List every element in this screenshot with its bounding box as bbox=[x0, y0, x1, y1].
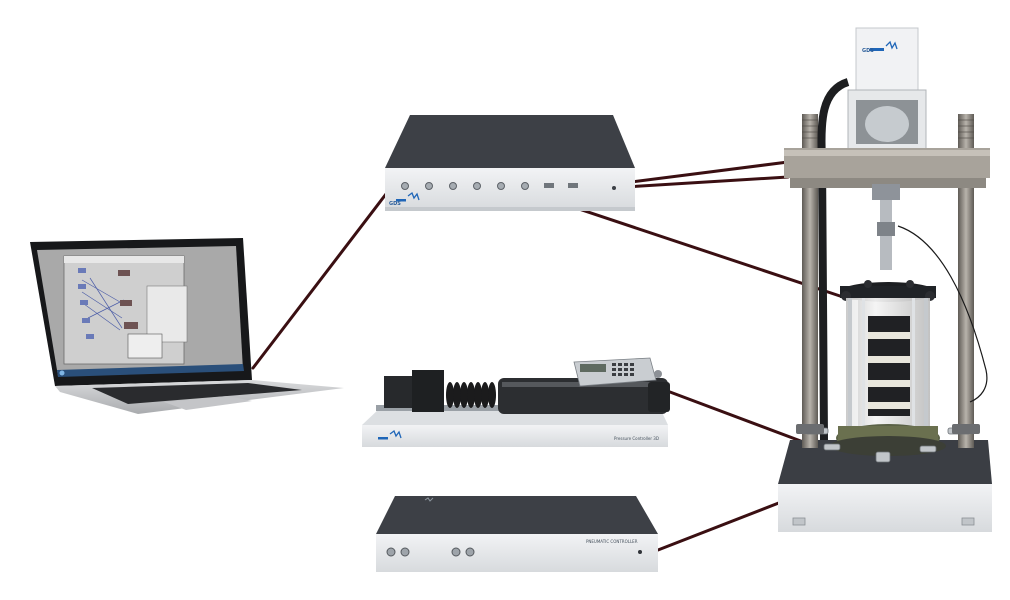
pressure-volume-controller: Pressure Controller 3D bbox=[362, 357, 670, 447]
start-button-icon bbox=[59, 370, 65, 376]
frame-gearbox-drum bbox=[865, 106, 909, 142]
cell-top-ring bbox=[840, 286, 936, 298]
acquisition-unit-front bbox=[385, 168, 635, 211]
frame-crosshead-bottom bbox=[790, 178, 986, 188]
pneumatic-top bbox=[376, 496, 658, 534]
software-window-panel bbox=[146, 285, 188, 343]
controller-knob bbox=[654, 370, 662, 378]
laptop-keyboard bbox=[92, 383, 302, 404]
controller-motor-face bbox=[412, 370, 444, 412]
cell-chamber-highlight bbox=[852, 300, 858, 426]
cell-tie-rods bbox=[848, 298, 928, 428]
acquisition-usb-port bbox=[544, 183, 554, 188]
frame-foot-right bbox=[961, 517, 975, 526]
cable-laptop-to-acquisition-unit bbox=[251, 192, 388, 370]
software-dialog bbox=[127, 333, 163, 359]
frame-load-cell bbox=[872, 184, 900, 200]
frame-foot-left bbox=[792, 517, 806, 526]
load-frame: GDS bbox=[778, 27, 992, 532]
cell-specimen bbox=[868, 316, 910, 416]
frame-instrument-wire bbox=[897, 225, 988, 403]
pneumatic-connectors bbox=[386, 547, 475, 557]
cell-base-ring bbox=[838, 426, 938, 440]
laptop-taskbar bbox=[57, 364, 244, 377]
frame-column-right bbox=[958, 114, 974, 448]
controller-lcd-display bbox=[580, 364, 606, 372]
gds-logo-icon: GDS bbox=[389, 191, 420, 207]
column-nuts bbox=[796, 424, 980, 434]
pneumatic-controller: PNEUMATIC CONTROLLER bbox=[376, 496, 658, 572]
frame-cable-chain bbox=[817, 78, 850, 441]
acquisition-power-led bbox=[612, 186, 616, 190]
frame-base-front bbox=[778, 484, 992, 532]
gds-logo-icon bbox=[378, 429, 402, 440]
controller-base-front bbox=[362, 425, 668, 447]
frame-motor-housing bbox=[855, 27, 919, 91]
acquisition-brand-label: GDS bbox=[389, 201, 401, 207]
column-threads bbox=[802, 119, 974, 139]
pneumatic-power-led bbox=[638, 550, 642, 554]
controller-end-cap bbox=[648, 382, 670, 412]
laptop bbox=[30, 238, 344, 414]
gds-logo-icon bbox=[424, 497, 434, 502]
acquisition-connectors bbox=[401, 182, 529, 190]
pneumatic-controller-label: PNEUMATIC CONTROLLER bbox=[586, 539, 638, 544]
gds-logo-icon: GDS bbox=[862, 40, 898, 54]
pneumatic-front bbox=[376, 534, 658, 572]
frame-ram-coupling bbox=[877, 222, 895, 236]
laptop-trackpad bbox=[164, 396, 252, 410]
acquisition-unit-edge bbox=[385, 207, 635, 211]
controller-bellows bbox=[446, 382, 496, 408]
cell-base-plate bbox=[830, 436, 946, 456]
pressure-controller-label: Pressure Controller 3D bbox=[614, 436, 659, 441]
frame-crosshead-highlight bbox=[784, 150, 990, 156]
controller-keypad-keys bbox=[612, 363, 634, 376]
controller-motor bbox=[384, 376, 416, 408]
software-diagram-lines bbox=[81, 277, 125, 331]
software-window-titlebar bbox=[64, 256, 184, 263]
software-diagram-nodes bbox=[78, 268, 138, 339]
frame-column-left bbox=[802, 114, 818, 448]
data-acquisition-unit: GDS bbox=[385, 115, 635, 211]
acquisition-port-2 bbox=[568, 183, 578, 188]
frame-brand-label: GDS bbox=[862, 48, 874, 54]
acquisition-unit-top bbox=[385, 115, 635, 168]
